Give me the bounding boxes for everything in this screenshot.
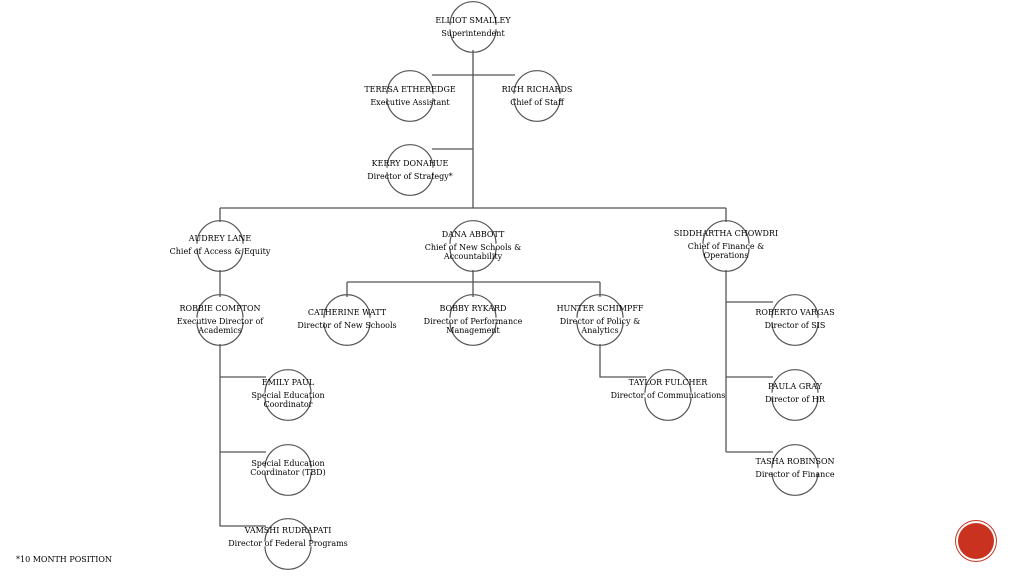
node-arc-bottom-robinson <box>771 472 819 496</box>
org-node-abbott: DANA ABBOTT Chief of New Schools & Accoun… <box>413 230 533 261</box>
org-node-name: ROBBIE COMPTON <box>179 304 261 313</box>
node-arc-bottom-rykard <box>449 322 497 346</box>
org-node-title: Director of HR <box>765 395 825 404</box>
org-node-rudrapati: VAMSHI RUDRAPATI Director of Federal Prog… <box>228 526 348 548</box>
node-arc-bottom-rudrapati <box>264 546 312 570</box>
org-node-lane: AUDREY LANE Chief of Access & Equity <box>160 234 280 256</box>
node-arc-top-tbd <box>264 444 312 468</box>
footnote: *10 MONTH POSITION <box>16 555 112 564</box>
node-arc-top-chowdri <box>702 220 750 244</box>
org-node-title: Chief of New Schools & Accountability <box>424 243 522 261</box>
node-arc-top-etheredge <box>386 70 434 94</box>
org-node-title: Chief of Staff <box>510 98 564 107</box>
org-node-name: BOBBY RYKARD <box>439 304 507 313</box>
org-node-name: SIDDHARTHA CHOWDRI <box>673 229 779 238</box>
node-arc-bottom-fulcher <box>644 397 692 421</box>
node-arc-bottom-compton <box>196 322 244 346</box>
org-node-name: CATHERINE WATT <box>307 308 387 317</box>
org-node-rykard: BOBBY RYKARD Director of Performance Mana… <box>413 304 533 335</box>
org-node-vargas: ROBERTO VARGAS Director of SIS <box>735 308 855 330</box>
org-node-title: Executive Director of Academics <box>176 317 264 335</box>
connector-fulcher <box>599 344 646 378</box>
node-arc-top-paul <box>264 369 312 393</box>
org-node-title: Chief of Access & Equity <box>169 247 271 256</box>
org-node-schimpff: HUNTER SCHIMPFF Director of Policy & Anal… <box>540 304 660 335</box>
node-arc-bottom-lane <box>196 248 244 272</box>
org-node-watt: CATHERINE WATT Director of New Schools <box>287 308 407 330</box>
org-node-fulcher: TAYLOR FULCHER Director of Communications <box>608 378 728 400</box>
node-arc-bottom-paul <box>264 397 312 421</box>
org-node-name: ROBERTO VARGAS <box>755 308 835 317</box>
node-arc-top-lane <box>196 220 244 244</box>
node-arc-bottom-vargas <box>771 322 819 346</box>
node-arc-top-smalley <box>449 1 497 25</box>
node-arc-top-fulcher <box>644 369 692 393</box>
org-node-richards: RICH RICHARDS Chief of Staff <box>487 85 587 107</box>
node-arc-bottom-watt <box>323 322 371 346</box>
node-arc-bottom-abbott <box>449 248 497 272</box>
org-node-title: Superintendent <box>441 29 505 38</box>
org-node-title: Executive Assistant <box>370 98 450 107</box>
org-node-name: PAULA GRAY <box>768 382 822 391</box>
org-node-name: HUNTER SCHIMPFF <box>556 304 644 313</box>
org-node-robinson: TASHA ROBINSON Director of Finance <box>735 457 855 479</box>
org-node-title: Special Education Coordinator (TBD) <box>250 459 326 477</box>
org-node-gray: PAULA GRAY Director of HR <box>735 382 855 404</box>
org-node-name: DANA ABBOTT <box>441 230 505 239</box>
page-badge <box>958 523 994 559</box>
node-arc-bottom-tbd <box>264 472 312 496</box>
node-arc-bottom-smalley <box>449 29 497 53</box>
org-node-name: KERRY DONAHUE <box>371 159 449 168</box>
org-node-donahue: KERRY DONAHUE Director of Strategy* <box>350 159 470 181</box>
node-arc-top-rudrapati <box>264 518 312 542</box>
node-arc-bottom-chowdri <box>702 248 750 272</box>
org-node-title: Special Education Coordinator <box>251 391 325 409</box>
org-node-title: Director of Strategy* <box>367 172 453 181</box>
node-arc-top-abbott <box>449 220 497 244</box>
node-arc-top-schimpff <box>576 294 624 318</box>
node-arc-top-donahue <box>386 144 434 168</box>
org-node-tbd: Special Education Coordinator (TBD) <box>228 459 348 477</box>
org-node-title: Director of SIS <box>764 321 826 330</box>
org-node-smalley: ELLIOT SMALLEY Superintendent <box>413 16 533 38</box>
org-node-compton: ROBBIE COMPTON Executive Director of Acad… <box>160 304 280 335</box>
org-node-etheredge: TERESA ETHEREDGE Executive Assistant <box>350 85 470 107</box>
connector-compton-spine <box>219 344 266 527</box>
org-node-name: TAYLOR FULCHER <box>628 378 708 387</box>
org-node-name: AUDREY LANE <box>188 234 252 243</box>
node-arc-bottom-schimpff <box>576 322 624 346</box>
node-arc-bottom-donahue <box>386 172 434 196</box>
org-node-title: Director of Finance <box>755 470 835 479</box>
org-node-name: TERESA ETHEREDGE <box>364 85 456 94</box>
org-node-chowdri: SIDDHARTHA CHOWDRI Chief of Finance & Ope… <box>666 229 786 260</box>
node-arc-bottom-gray <box>771 397 819 421</box>
org-node-title: Director of Policy & Analytics <box>559 317 641 335</box>
node-arc-top-gray <box>771 369 819 393</box>
node-arc-bottom-richards <box>513 98 561 122</box>
org-node-title: Director of Communications <box>610 391 726 400</box>
org-node-paul: EMILY PAUL Special Education Coordinator <box>228 378 348 409</box>
org-node-title: Director of Performance Management <box>423 317 523 335</box>
org-node-name: RICH RICHARDS <box>501 85 573 94</box>
org-node-name: TASHA ROBINSON <box>755 457 835 466</box>
org-node-name: ELLIOT SMALLEY <box>435 16 511 25</box>
node-arc-bottom-etheredge <box>386 98 434 122</box>
node-arc-top-watt <box>323 294 371 318</box>
node-arc-top-rykard <box>449 294 497 318</box>
node-arc-top-compton <box>196 294 244 318</box>
org-node-title: Director of New Schools <box>297 321 397 330</box>
node-arc-top-robinson <box>771 444 819 468</box>
org-node-title: Chief of Finance & Operations <box>687 242 765 260</box>
org-node-name: EMILY PAUL <box>261 378 315 387</box>
node-arc-top-richards <box>513 70 561 94</box>
org-node-title: Director of Federal Programs <box>228 539 348 548</box>
node-arc-top-vargas <box>771 294 819 318</box>
org-node-name: VAMSHI RUDRAPATI <box>244 526 332 535</box>
